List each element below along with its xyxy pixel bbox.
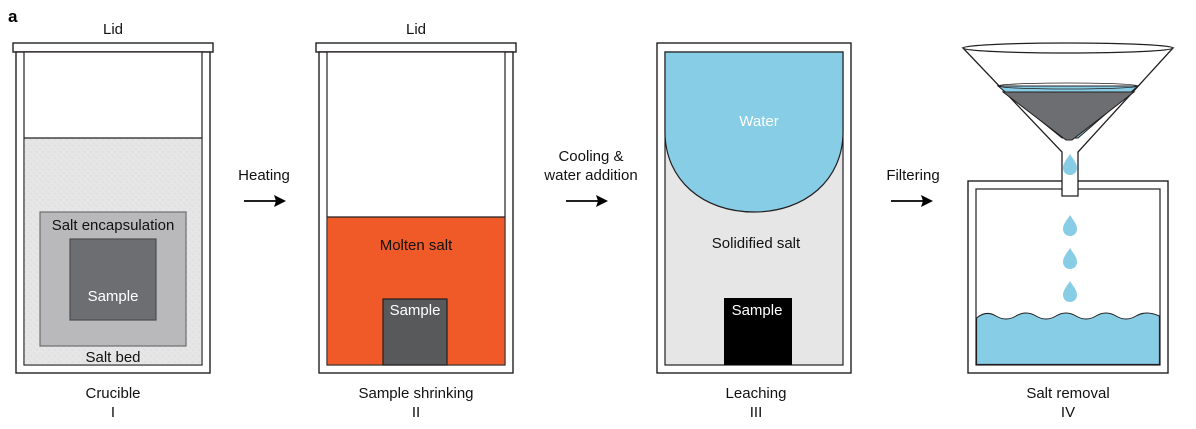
- sample-label: Sample: [88, 288, 139, 305]
- arrow-filtering: Filtering: [886, 167, 940, 207]
- sample-block: [382, 298, 448, 366]
- crucible-lid: [12, 42, 214, 53]
- stage-numeral: IV: [1061, 404, 1075, 421]
- filtrate-water: [976, 312, 1160, 365]
- arrow-heating: Heating: [238, 167, 290, 207]
- arrow-head: [596, 195, 608, 207]
- molten-salt-label: Molten salt: [380, 237, 453, 254]
- stage-caption: Salt removal: [1026, 385, 1109, 402]
- stage-numeral: II: [412, 404, 420, 421]
- filter-residue: [1001, 91, 1136, 141]
- lid-label: Lid: [406, 21, 426, 38]
- sample-block: [69, 238, 157, 321]
- arrow-label: Heating: [238, 167, 290, 184]
- stage-caption: Leaching: [726, 385, 787, 402]
- crucible-lid: [315, 42, 517, 53]
- arrow-label: Filtering: [886, 167, 939, 184]
- water-label: Water: [739, 113, 778, 130]
- stage-sample-shrinking: Lid Molten salt Sample Sample shrinking …: [315, 21, 517, 421]
- stage-numeral: I: [111, 404, 115, 421]
- lid-label: Lid: [103, 21, 123, 38]
- arrow-label-line1: Cooling &: [558, 148, 623, 165]
- sample-label: Sample: [732, 302, 783, 319]
- salt-bed-label: Salt bed: [85, 349, 140, 366]
- stage-numeral: III: [750, 404, 763, 421]
- sample-label: Sample: [390, 302, 441, 319]
- arrow-cooling: Cooling & water addition: [543, 148, 638, 207]
- panel-letter: a: [8, 7, 18, 26]
- arrow-head: [274, 195, 286, 207]
- encapsulation-label: Salt encapsulation: [52, 217, 175, 234]
- stage-leaching: Water Solidified salt Sample Leaching II…: [656, 42, 852, 421]
- arrow-head: [921, 195, 933, 207]
- stage-salt-removal: Salt removal IV: [961, 42, 1175, 421]
- funnel-rim: [962, 42, 1174, 54]
- stage-caption: Crucible: [85, 385, 140, 402]
- stage-caption: Sample shrinking: [358, 385, 473, 402]
- arrow-label-line2: water addition: [543, 167, 637, 184]
- sample-block: [724, 298, 792, 365]
- water-surface: [997, 82, 1139, 90]
- water-body: [664, 51, 844, 213]
- solidified-salt-label: Solidified salt: [712, 235, 801, 252]
- stage-crucible: Lid Salt encapsulation Sample Salt bed C…: [12, 21, 214, 421]
